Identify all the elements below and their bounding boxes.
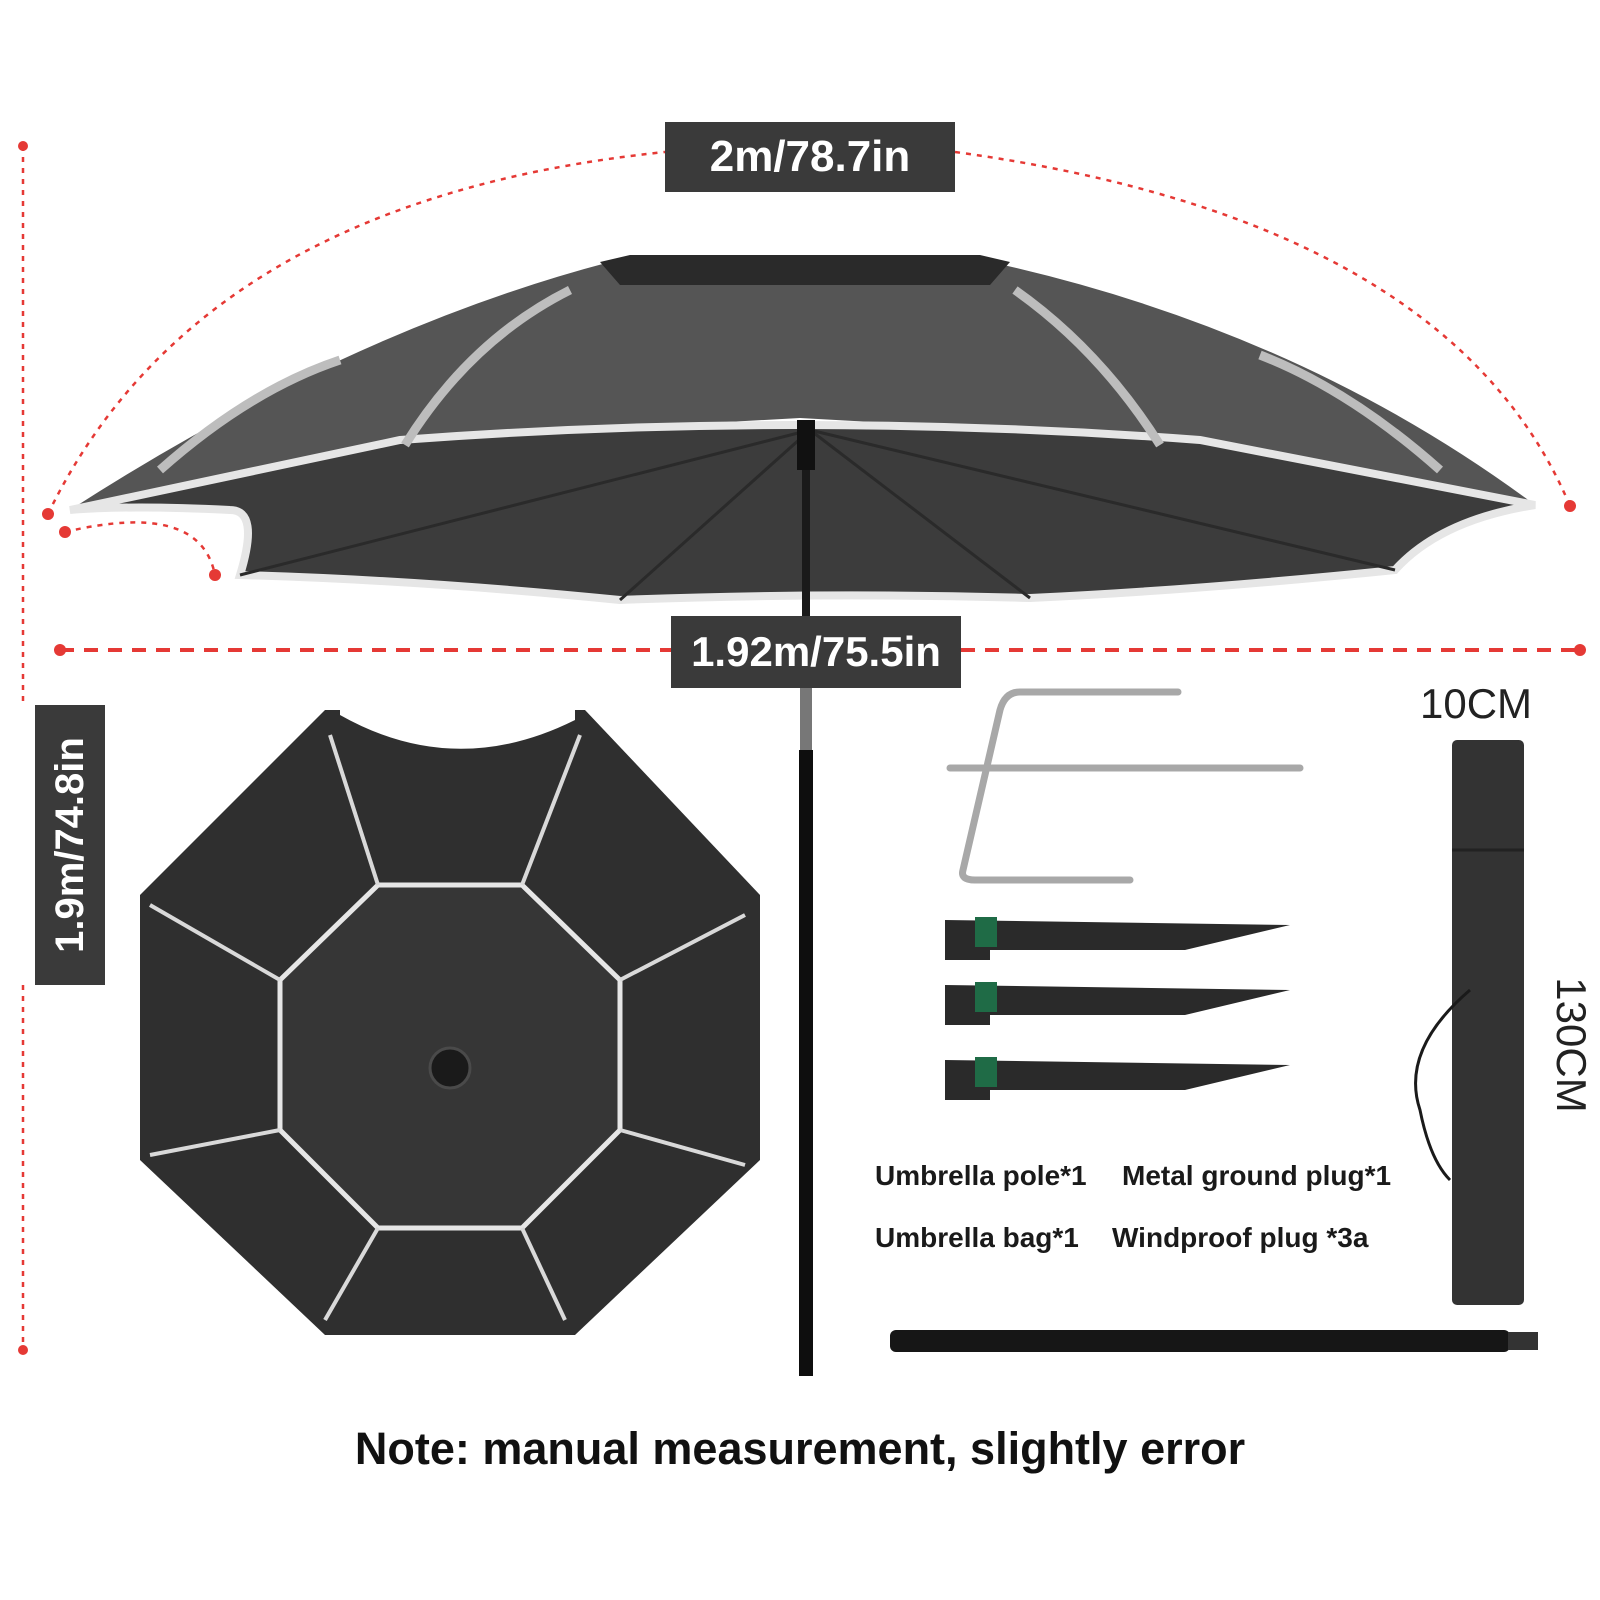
contents-item-pole: Umbrella pole*1 xyxy=(875,1160,1087,1191)
canopy-center-cap xyxy=(428,1046,472,1090)
windproof-plugs-illustration xyxy=(945,917,1290,1100)
canopy-span-label: 1.92m/75.5in xyxy=(671,616,961,688)
canopy-vent xyxy=(600,255,1010,285)
measurement-note: Note: manual measurement, slightly error xyxy=(354,1423,1246,1474)
inset-measure-line xyxy=(64,521,217,576)
measurement-dots xyxy=(18,141,1586,1355)
top-view-ribs xyxy=(149,734,746,1321)
canopy-arms xyxy=(157,285,1443,474)
canopy-top-layer xyxy=(70,262,1535,510)
contents-item-bag: Umbrella bag*1 xyxy=(875,1222,1079,1253)
umbrella-top-view xyxy=(140,705,760,1335)
bag-height-label: 130CM xyxy=(1548,977,1595,1113)
measurement-lines xyxy=(21,146,1580,1350)
canopy-notch xyxy=(340,705,575,749)
height-label-container: 1.9m/74.8in xyxy=(35,705,105,985)
contents-item-ground-plug: Metal ground plug*1 xyxy=(1122,1160,1392,1191)
arc-measure-line-right xyxy=(954,150,1572,507)
bag-height-container: 130CM xyxy=(1540,970,1600,1120)
contents-item-windproof-plug: Windproof plug *3a xyxy=(1112,1222,1369,1253)
total-height-label: 1.9m/74.8in xyxy=(35,705,105,985)
canopy-ribs xyxy=(239,428,1396,602)
canopy-arc-label: 2m/78.7in xyxy=(665,122,955,192)
umbrella-bag-illustration xyxy=(1414,740,1524,1305)
bag-width-label: 10CM xyxy=(1420,680,1533,727)
spare-pole-illustration xyxy=(890,1330,1538,1352)
metal-ground-plug-illustration xyxy=(946,688,1304,884)
umbrella-pole xyxy=(797,420,815,1376)
arc-measure-line xyxy=(46,150,666,515)
